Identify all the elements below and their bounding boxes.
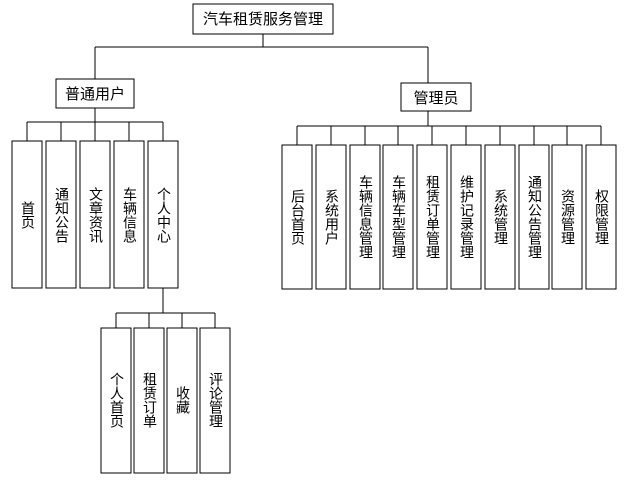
user-child-box <box>113 140 145 289</box>
user-child-label: 通知公告 <box>53 187 69 243</box>
user-child-box <box>147 140 179 289</box>
user-node: 普通用户 <box>55 78 135 109</box>
admin-child-box <box>349 144 381 290</box>
admin-child-label: 权限管理 <box>593 189 609 245</box>
admin-children: 后台首页 系统用户 车辆信息管理 车辆车型管理 租赁订单管理 维护记录管理 系统… <box>281 144 617 290</box>
user-child-label: 个人中心 <box>155 187 171 243</box>
connectors <box>26 34 602 328</box>
user-label: 普通用户 <box>65 85 125 103</box>
admin-child-box <box>450 144 482 290</box>
center-child-box <box>133 327 165 474</box>
user-child-label: 首页 <box>19 201 35 229</box>
admin-child-box <box>281 144 313 290</box>
user-child-label: 车辆信息 <box>121 186 137 243</box>
root-box <box>192 3 334 35</box>
admin-child-label: 资源管理 <box>559 189 575 245</box>
center-child-label: 租赁订单 <box>141 372 157 428</box>
center-children: 个人首页 租赁订单 收藏 评论管理 <box>100 327 231 474</box>
admin-label: 管理员 <box>413 89 458 107</box>
admin-box <box>400 82 472 112</box>
user-child-box <box>11 140 43 289</box>
admin-child-label: 维护记录管理 <box>458 175 474 259</box>
root-node: 汽车租赁服务管理 <box>192 3 334 35</box>
user-child-label: 文章资讯 <box>87 187 103 244</box>
admin-child-label: 系统用户 <box>323 189 339 246</box>
admin-child-label: 车辆车型管理 <box>390 174 406 259</box>
admin-child-label: 租赁订单管理 <box>424 175 440 259</box>
admin-child-box <box>416 144 448 290</box>
user-children: 首页 通知公告 文章资讯 车辆信息 个人中心 <box>11 140 179 289</box>
admin-child-box <box>551 144 583 290</box>
center-child-label: 个人首页 <box>108 372 124 428</box>
user-child-box <box>45 140 77 289</box>
admin-node: 管理员 <box>400 82 472 112</box>
user-child-box <box>79 140 111 289</box>
center-child-box <box>100 327 132 474</box>
admin-child-box <box>585 144 617 290</box>
admin-child-label: 后台首页 <box>289 189 305 245</box>
root-label: 汽车租赁服务管理 <box>203 10 323 28</box>
center-child-label: 评论管理 <box>207 372 223 428</box>
center-child-box <box>166 327 198 474</box>
admin-child-label: 系统管理 <box>492 189 508 245</box>
admin-child-box <box>518 144 550 290</box>
admin-child-label: 车辆信息管理 <box>357 174 373 259</box>
center-child-label: 收藏 <box>174 386 190 414</box>
admin-child-box <box>382 144 414 290</box>
admin-child-box <box>315 144 347 290</box>
user-box <box>55 78 135 109</box>
admin-child-label: 通知公告管理 <box>526 175 542 259</box>
center-child-box <box>199 327 231 474</box>
admin-child-box <box>484 144 516 290</box>
